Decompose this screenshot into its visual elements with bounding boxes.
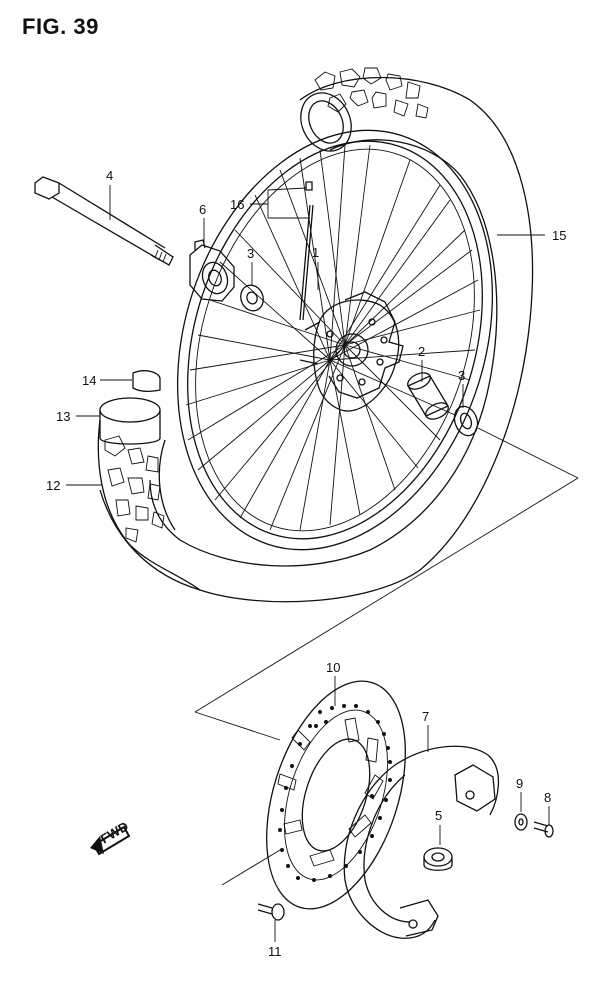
rim-band	[132, 370, 161, 392]
label-13: 13	[56, 409, 70, 424]
disc-cover	[343, 745, 500, 939]
callout-labels: 1 2 3 3 4 5 6 7 8 9 10 11 12 13 14 15 16	[46, 168, 566, 959]
axle	[34, 176, 174, 266]
washer	[514, 813, 528, 831]
inner-tube	[99, 397, 161, 445]
fwd-arrow: FWD	[90, 818, 131, 856]
label-8: 8	[544, 790, 551, 805]
label-4: 4	[106, 168, 113, 183]
collar	[423, 847, 453, 871]
label-3a: 3	[247, 246, 254, 261]
screw-cover	[533, 821, 554, 838]
speedometer-gearbox	[189, 239, 235, 302]
label-2: 2	[418, 344, 425, 359]
label-1: 1	[312, 245, 319, 260]
label-11: 11	[268, 944, 282, 959]
figure-title: FIG. 39	[22, 14, 99, 39]
label-3b: 3	[458, 368, 465, 383]
spacer	[407, 372, 449, 420]
label-9: 9	[516, 776, 523, 791]
disc-bolt	[257, 903, 285, 921]
brake-disc	[266, 680, 406, 910]
label-12: 12	[46, 478, 60, 493]
leader-lines	[66, 185, 550, 942]
bearing-left	[240, 284, 264, 312]
label-14: 14	[82, 373, 96, 388]
valve	[299, 181, 314, 321]
label-6: 6	[199, 202, 206, 217]
label-5: 5	[435, 808, 442, 823]
label-16: 16	[230, 197, 244, 212]
fwd-label: FWD	[98, 818, 131, 846]
label-10: 10	[326, 660, 340, 675]
assembly-lines	[194, 427, 579, 886]
bearing-right	[453, 405, 479, 437]
rim	[176, 129, 494, 551]
hub	[299, 291, 404, 412]
label-15: 15	[552, 228, 566, 243]
tire	[97, 67, 534, 603]
spokes	[185, 144, 481, 531]
label-7: 7	[422, 709, 429, 724]
